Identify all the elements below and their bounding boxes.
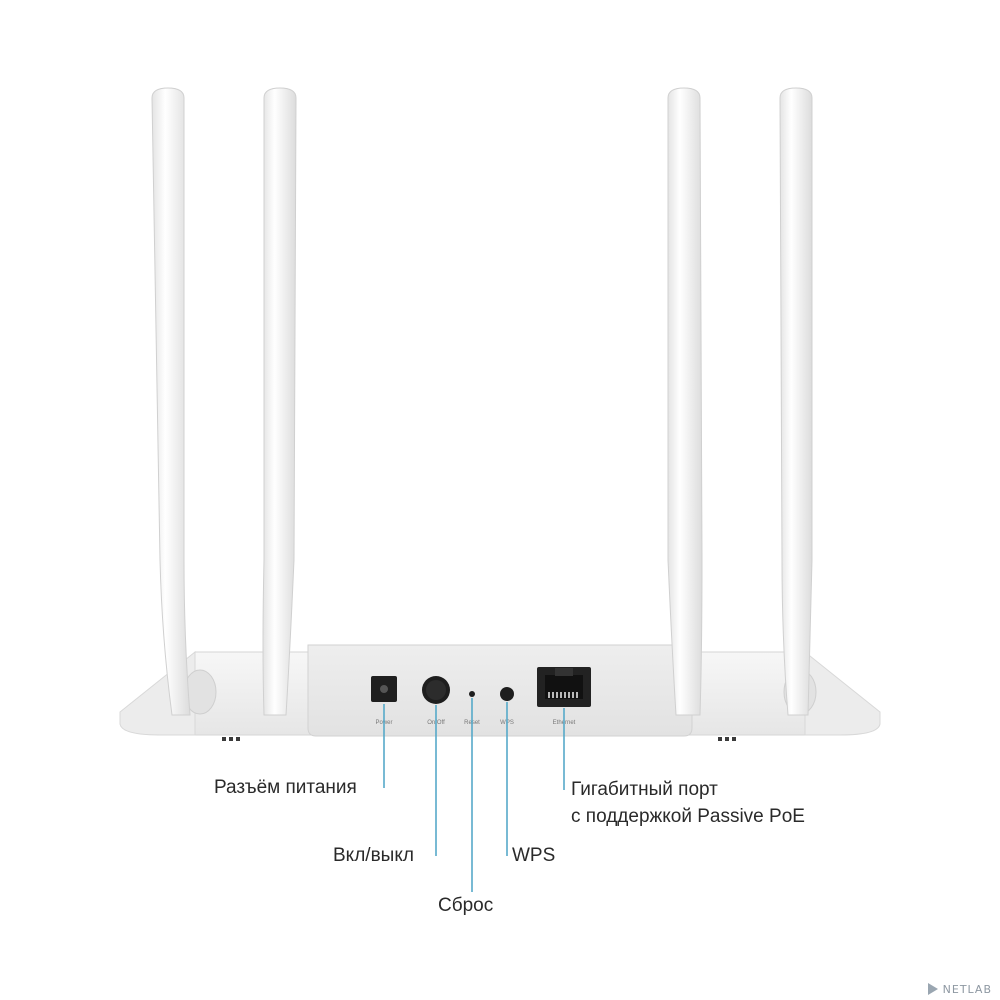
- callout-on-off: Вкл/выкл: [333, 845, 414, 866]
- leader-lines: [383, 698, 565, 892]
- antenna-4: [779, 87, 813, 716]
- callout-ethernet-line1: Гигабитный порт: [571, 779, 718, 800]
- callout-reset: Сброс: [438, 895, 494, 916]
- netlab-watermark: NETLAB: [926, 982, 992, 996]
- netlab-logo-icon: [927, 983, 938, 995]
- reset-pinhole: [469, 691, 475, 697]
- router-ports: [371, 667, 591, 707]
- router-body: [119, 644, 881, 741]
- watermark-text: NETLAB: [942, 982, 992, 996]
- callout-power-connector: Разъём питания: [214, 777, 357, 798]
- antennas: [151, 87, 813, 716]
- antenna-2: [262, 87, 297, 716]
- antenna-3: [667, 87, 703, 716]
- wps-button: [500, 687, 514, 701]
- callout-ethernet-line2: с поддержкой Passive PoE: [571, 806, 805, 827]
- callout-wps: WPS: [512, 845, 556, 866]
- antenna-1: [151, 87, 191, 716]
